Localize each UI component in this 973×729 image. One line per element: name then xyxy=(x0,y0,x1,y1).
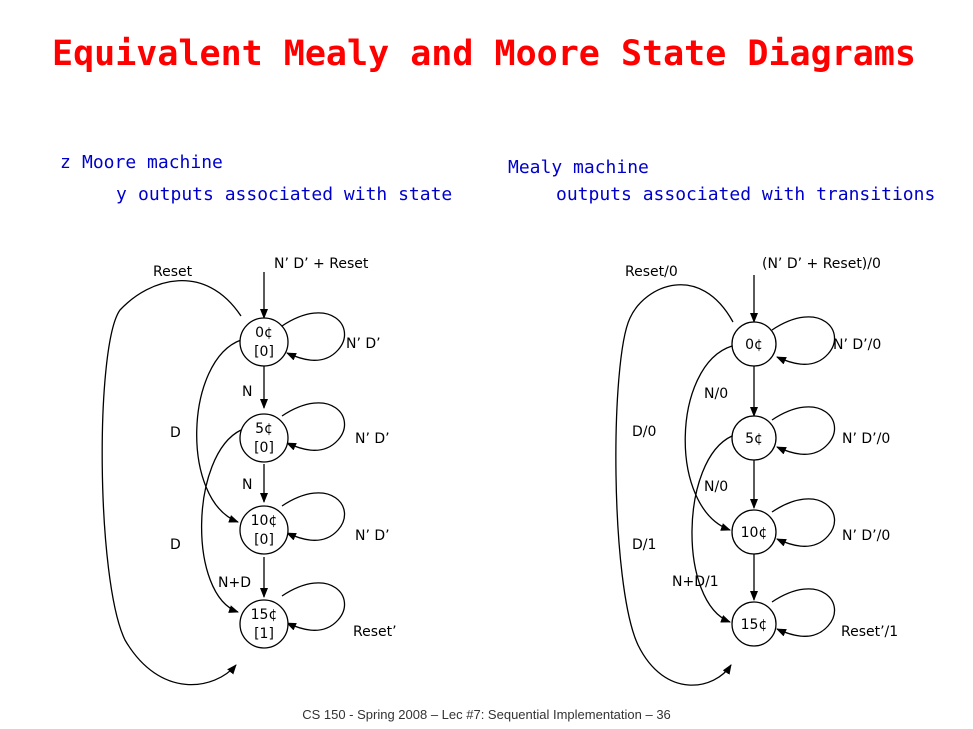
moore-state-5 xyxy=(239,413,289,463)
mealy-label-nd23: N+D/1 xyxy=(672,574,719,590)
moore-state-15-name: 15¢ xyxy=(251,607,278,623)
moore-state-5-output: [0] xyxy=(254,440,274,456)
moore-self-loop-2 xyxy=(281,492,346,541)
moore-transition-d-5-15 xyxy=(200,429,242,613)
mealy-self-loop-2 xyxy=(771,498,836,547)
mealy-self-loop-3 xyxy=(771,588,836,637)
mealy-state-10 xyxy=(731,509,777,555)
moore-label-reset: Reset xyxy=(153,264,193,280)
moore-label-d13: D xyxy=(170,537,181,553)
mealy-label-n01: N/0 xyxy=(704,386,728,402)
mealy-state-10-name: 10¢ xyxy=(741,525,768,541)
mealy-reset-arc xyxy=(615,284,734,686)
moore-label-self0: N’ D’ xyxy=(346,336,381,352)
mealy-state-0 xyxy=(731,321,777,367)
moore-states: 0¢ [0] 5¢ [0] 10¢ [0] 15¢ [1] xyxy=(239,317,289,649)
moore-self-loop-0 xyxy=(281,312,346,361)
mealy-label-n12: N/0 xyxy=(704,479,728,495)
mealy-label-d02: D/0 xyxy=(632,424,656,440)
mealy-label-self3: Reset’/1 xyxy=(841,624,898,640)
mealy-label-self1: N’ D’/0 xyxy=(842,431,890,447)
moore-label-nd23: N+D xyxy=(218,575,251,591)
sub-bullet-icon: y xyxy=(116,184,127,205)
moore-state-0-name: 0¢ xyxy=(255,325,273,341)
moore-label-self2: N’ D’ xyxy=(355,528,390,544)
mealy-state-15-name: 15¢ xyxy=(741,617,768,633)
mealy-label-self0: N’ D’/0 xyxy=(833,337,881,353)
moore-label-entry: N’ D’ + Reset xyxy=(274,256,369,272)
moore-label-self1: N’ D’ xyxy=(355,431,390,447)
moore-state-15 xyxy=(239,599,289,649)
moore-labels: Reset N’ D’ + Reset N’ D’ N’ D’ N’ D’ Re… xyxy=(153,256,397,640)
slide-footer: CS 150 - Spring 2008 – Lec #7: Sequentia… xyxy=(302,707,671,722)
slide-title: Equivalent Mealy and Moore State Diagram… xyxy=(52,34,916,74)
moore-heading: Moore machine xyxy=(82,152,223,173)
mealy-diagram xyxy=(615,275,836,686)
moore-diagram xyxy=(101,272,346,686)
moore-state-0 xyxy=(239,317,289,367)
mealy-label-self2: N’ D’/0 xyxy=(842,528,890,544)
moore-state-10-name: 10¢ xyxy=(251,513,278,529)
moore-transition-d-0-10 xyxy=(196,339,242,523)
moore-state-10 xyxy=(239,505,289,555)
moore-state-10-output: [0] xyxy=(254,532,274,548)
mealy-heading: Mealy machine xyxy=(508,157,649,178)
moore-label-d02: D xyxy=(170,425,181,441)
moore-subtext: outputs associated with state xyxy=(138,184,453,205)
mealy-label-reset: Reset/0 xyxy=(625,264,678,280)
bullet-icon: z xyxy=(60,152,71,173)
mealy-transition-d-5-15 xyxy=(691,435,733,623)
moore-state-0-output: [0] xyxy=(254,344,274,360)
moore-state-5-name: 5¢ xyxy=(255,421,273,437)
mealy-state-5 xyxy=(731,415,777,461)
mealy-state-0-name: 0¢ xyxy=(745,337,763,353)
mealy-self-loop-1 xyxy=(771,406,836,455)
mealy-states: 0¢ 5¢ 10¢ 15¢ xyxy=(731,321,777,647)
mealy-labels: Reset/0 (N’ D’ + Reset)/0 N’ D’/0 N’ D’/… xyxy=(625,256,898,640)
moore-label-n12: N xyxy=(242,477,252,493)
mealy-label-d13: D/1 xyxy=(632,537,656,553)
mealy-state-15 xyxy=(731,601,777,647)
mealy-label-entry: (N’ D’ + Reset)/0 xyxy=(762,256,881,272)
mealy-self-loop-0 xyxy=(771,316,836,365)
moore-label-self3: Reset’ xyxy=(353,624,397,640)
mealy-subtext: outputs associated with transitions xyxy=(556,184,936,205)
moore-label-n01: N xyxy=(242,384,252,400)
moore-self-loop-1 xyxy=(281,402,346,451)
mealy-transition-d-0-10 xyxy=(684,345,733,531)
mealy-state-5-name: 5¢ xyxy=(745,431,763,447)
moore-state-15-output: [1] xyxy=(254,626,274,642)
moore-self-loop-3 xyxy=(281,582,346,631)
moore-reset-arc xyxy=(101,280,242,686)
